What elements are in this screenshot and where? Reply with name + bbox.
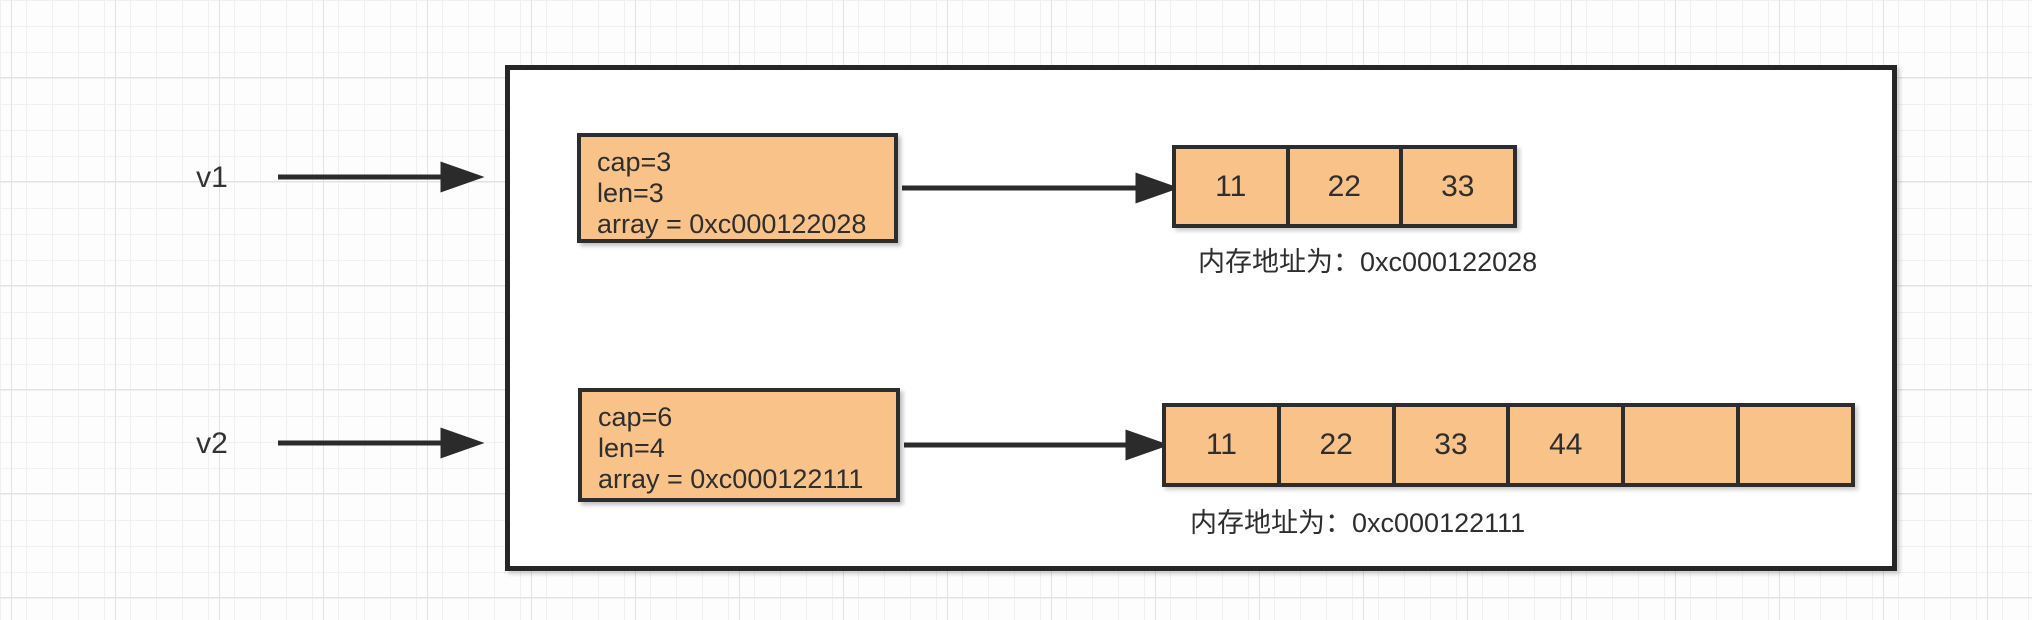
v1-array-cell-0: 11	[1172, 145, 1290, 228]
v1-backing-array: 11 22 33	[1172, 145, 1517, 228]
v1-pointer-arrow-head	[440, 161, 485, 193]
v2-array-cell-5	[1735, 403, 1855, 487]
v1-slice-header-box: cap=3 len=3 array = 0xc000122028	[577, 133, 898, 243]
v1-len-line: len=3	[597, 178, 664, 208]
v1-struct-to-array-arrow-head	[1135, 172, 1180, 204]
v1-label: v1	[196, 161, 228, 194]
v1-memory-address-caption: 内存地址为：0xc000122028	[1198, 247, 1538, 277]
v2-array-cell-0: 11	[1162, 403, 1281, 487]
v1-array-cell-2: 33	[1399, 145, 1517, 228]
v1-array-cell-1: 22	[1285, 145, 1403, 228]
v2-pointer-arrow-head	[440, 427, 485, 459]
v2-array-pointer-line: array = 0xc000122111	[598, 464, 864, 494]
v2-array-cell-2: 33	[1391, 403, 1511, 487]
v1-cap-line: cap=3	[597, 147, 672, 177]
v2-array-cell-1: 22	[1276, 403, 1396, 487]
v2-slice-header-box: cap=6 len=4 array = 0xc000122111	[578, 388, 900, 502]
v2-struct-to-array-arrow-head	[1125, 429, 1170, 461]
v2-label: v2	[196, 427, 228, 460]
v2-array-cell-4	[1621, 403, 1740, 487]
v1-array-pointer-line: array = 0xc000122028	[597, 209, 867, 239]
v2-memory-address-caption: 内存地址为：0xc000122111	[1190, 508, 1526, 538]
v2-cap-line: cap=6	[598, 402, 673, 432]
v2-len-line: len=4	[598, 433, 665, 463]
v2-array-cell-3: 44	[1506, 403, 1626, 487]
v2-backing-array: 11 22 33 44	[1162, 403, 1855, 487]
